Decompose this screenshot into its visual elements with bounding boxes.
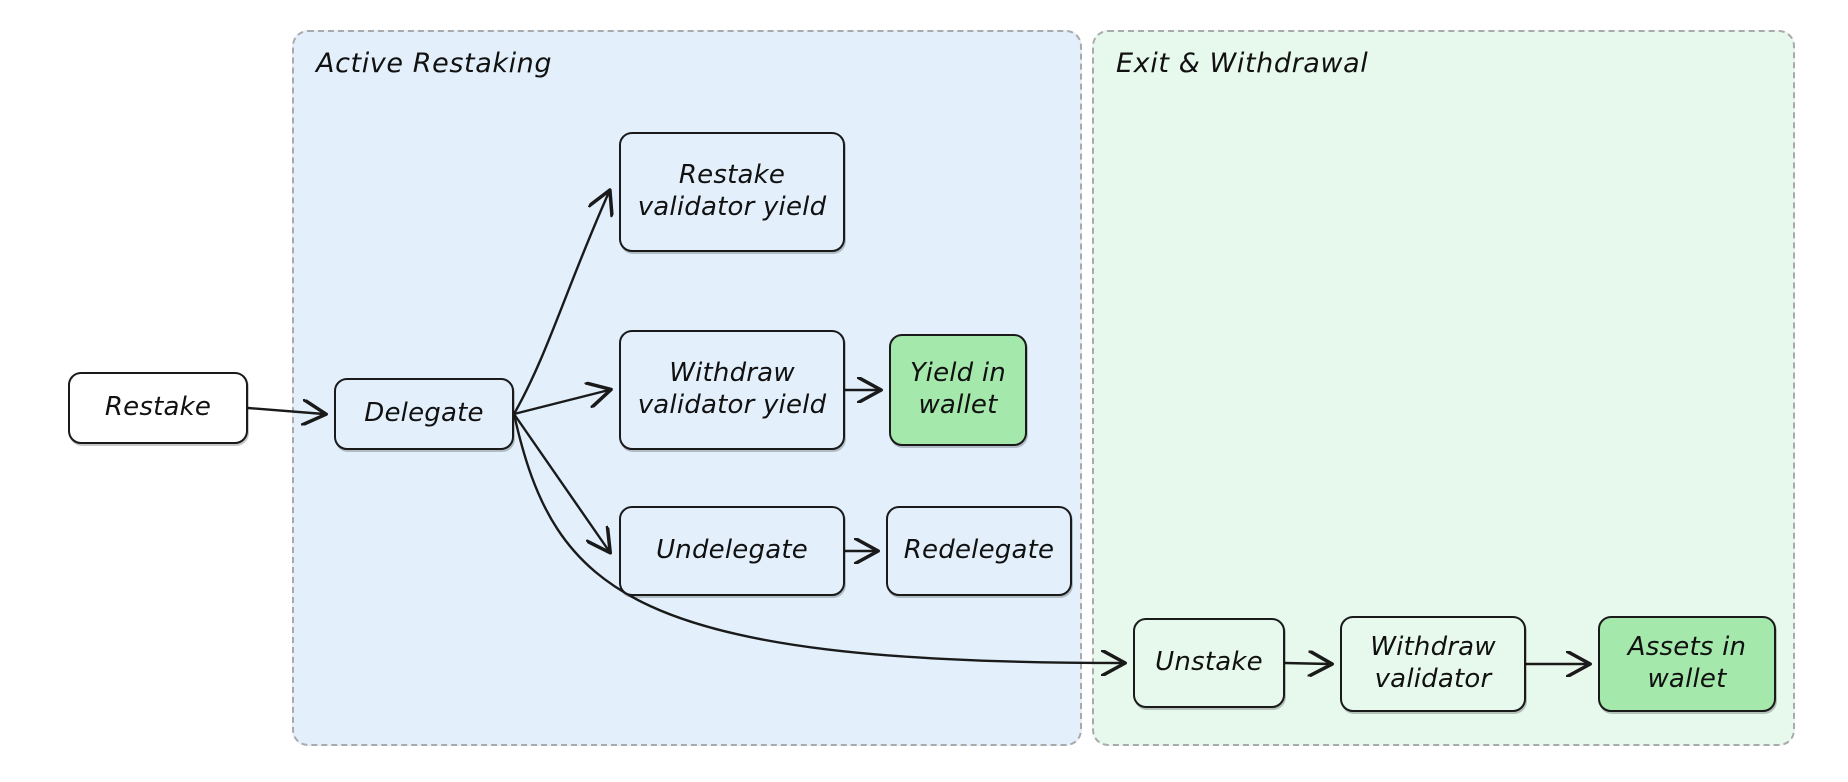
node-label: Delegate <box>364 398 484 429</box>
node-label: Yield in wallet <box>910 358 1006 420</box>
node-delegate[interactable]: Delegate <box>334 378 514 450</box>
node-label: Undelegate <box>656 535 808 566</box>
cluster-active-restaking-label: Active Restaking <box>316 48 553 79</box>
node-redelegate[interactable]: Redelegate <box>886 506 1072 596</box>
node-withdraw_yield[interactable]: Withdraw validator yield <box>619 330 845 450</box>
node-label: Unstake <box>1155 647 1263 678</box>
node-restake[interactable]: Restake <box>68 372 248 444</box>
node-label: Restake validator yield <box>637 160 827 222</box>
node-label: Restake <box>104 392 212 423</box>
node-label: Withdraw validator yield <box>637 358 827 420</box>
node-unstake[interactable]: Unstake <box>1133 618 1285 708</box>
node-restake_yield[interactable]: Restake validator yield <box>619 132 845 252</box>
node-label: Withdraw validator <box>1370 632 1496 694</box>
node-label: Redelegate <box>903 535 1055 566</box>
node-yield_wallet[interactable]: Yield in wallet <box>889 334 1027 446</box>
node-withdraw_val[interactable]: Withdraw validator <box>1340 616 1526 712</box>
node-label: Assets in wallet <box>1627 632 1747 694</box>
cluster-exit-withdrawal-label: Exit & Withdrawal <box>1116 48 1369 79</box>
node-assets_wallet[interactable]: Assets in wallet <box>1598 616 1776 712</box>
node-undelegate[interactable]: Undelegate <box>619 506 845 596</box>
